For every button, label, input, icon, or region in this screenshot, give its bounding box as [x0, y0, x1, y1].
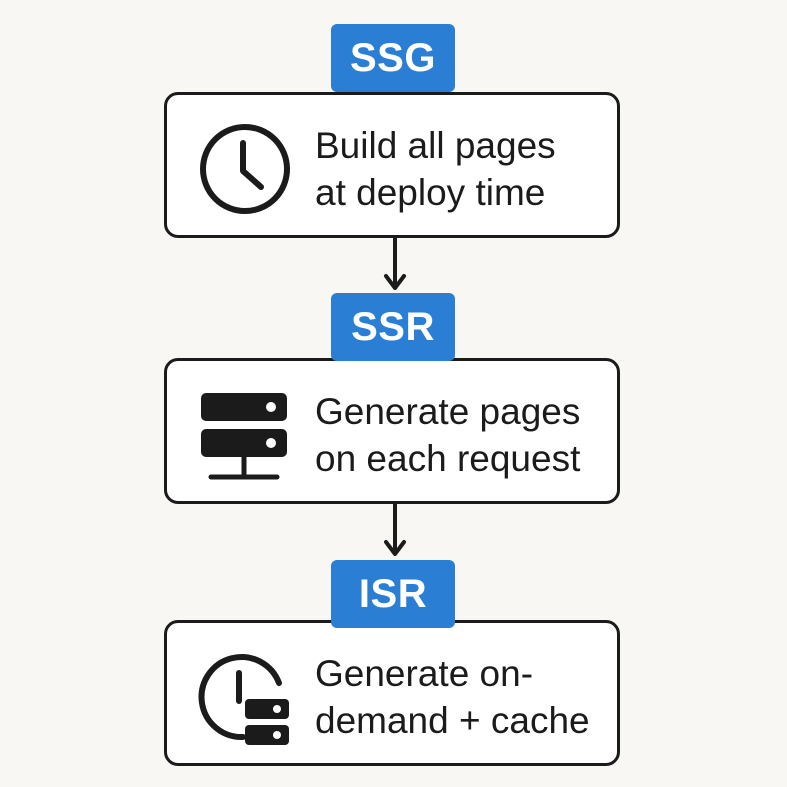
badge-isr: ISR: [331, 560, 455, 628]
step-description-ssr: Generate pages on each request: [315, 361, 580, 505]
step-line: Generate pages: [315, 391, 581, 432]
step-description-ssg: Build all pages at deploy time: [315, 95, 556, 239]
step-line: Generate on-: [315, 653, 534, 694]
step-box-ssr: Generate pages on each request: [164, 358, 620, 504]
clock-server-icon: [198, 654, 289, 745]
step-line: on each request: [315, 438, 581, 479]
step-line: Build all pages: [315, 125, 556, 166]
step-description-isr: Generate on- demand + cache: [315, 623, 590, 767]
step-line: at deploy time: [315, 172, 546, 213]
badge-ssg: SSG: [331, 24, 455, 92]
clock-icon: [200, 124, 290, 214]
badge-ssr: SSR: [331, 293, 455, 361]
step-line: demand + cache: [315, 700, 590, 741]
step-box-isr: Generate on- demand + cache: [164, 620, 620, 766]
arrow-down-icon: [384, 504, 406, 556]
step-box-ssg: Build all pages at deploy time: [164, 92, 620, 238]
arrow-down-icon: [384, 238, 406, 290]
server-icon: [201, 393, 287, 480]
